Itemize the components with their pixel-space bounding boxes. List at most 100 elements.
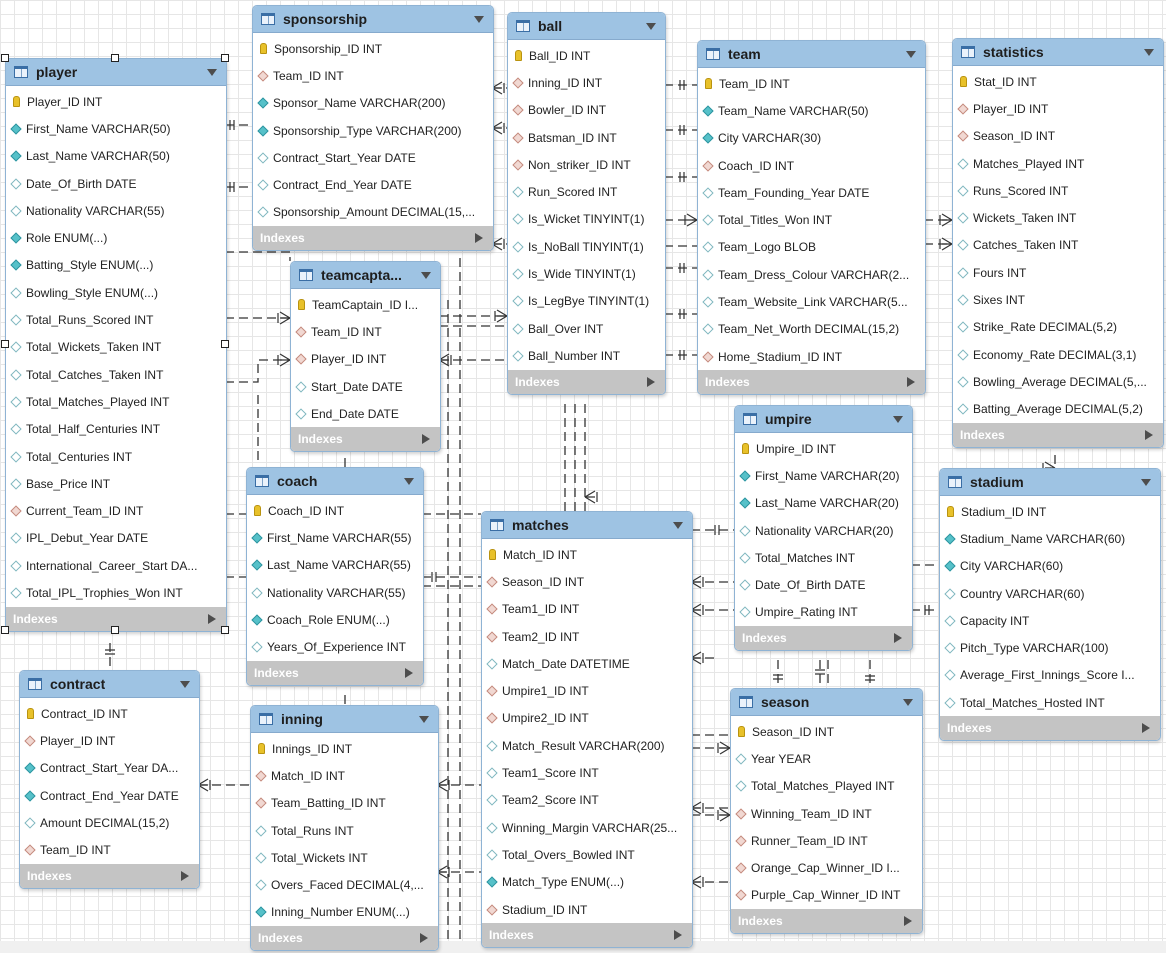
column-row[interactable]: Run_Scored INT — [508, 178, 665, 205]
column-row[interactable]: Umpire_Rating INT — [735, 599, 912, 626]
column-row[interactable]: Runner_Team_ID INT — [731, 827, 922, 854]
table-header[interactable]: contract — [20, 671, 199, 698]
column-row[interactable]: Season_ID INT — [482, 568, 692, 595]
column-row[interactable]: Fours INT — [953, 259, 1163, 286]
relationship-line[interactable] — [225, 359, 290, 383]
resize-handle[interactable] — [221, 54, 229, 62]
collapse-chevron-icon[interactable] — [906, 51, 916, 58]
column-row[interactable]: Team_ID INT — [20, 836, 199, 863]
column-row[interactable]: Total_Runs_Scored INT — [6, 306, 226, 333]
column-row[interactable]: IPL_Debut_Year DATE — [6, 525, 226, 552]
column-row[interactable]: Coach_ID INT — [698, 152, 925, 179]
column-row[interactable]: Innings_ID INT — [251, 735, 438, 762]
resize-handle[interactable] — [221, 625, 229, 634]
column-row[interactable]: Total_Matches_Hosted INT — [940, 689, 1160, 716]
column-row[interactable]: Coach_ID INT — [247, 497, 423, 524]
column-row[interactable]: Is_Wide TINYINT(1) — [508, 260, 665, 287]
column-row[interactable]: Is_NoBall TINYINT(1) — [508, 233, 665, 260]
column-row[interactable]: Batting_Average DECIMAL(5,2) — [953, 396, 1163, 423]
collapse-chevron-icon[interactable] — [474, 16, 484, 23]
column-row[interactable]: Total_Catches_Taken INT — [6, 361, 226, 388]
column-row[interactable]: Team_ID INT — [253, 62, 493, 89]
column-row[interactable]: Total_Wickets_Taken INT — [6, 334, 226, 361]
column-row[interactable]: Total_Matches_Played INT — [6, 388, 226, 415]
column-row[interactable]: Batting_Style ENUM(...) — [6, 252, 226, 279]
indexes-section[interactable]: Indexes — [731, 909, 922, 934]
expand-arrow-icon[interactable] — [475, 233, 483, 244]
column-row[interactable]: Coach_Role ENUM(...) — [247, 606, 423, 633]
column-row[interactable]: Winning_Margin VARCHAR(25... — [482, 814, 692, 841]
collapse-chevron-icon[interactable] — [673, 522, 683, 529]
column-row[interactable]: International_Career_Start DA... — [6, 552, 226, 579]
expand-arrow-icon[interactable] — [674, 930, 682, 941]
column-row[interactable]: Sixes INT — [953, 286, 1163, 313]
column-row[interactable]: Inning_Number ENUM(...) — [251, 899, 438, 926]
expand-arrow-icon[interactable] — [181, 870, 189, 881]
column-row[interactable]: Team1_Score INT — [482, 759, 692, 786]
column-row[interactable]: Start_Date DATE — [291, 373, 440, 400]
column-row[interactable]: Total_Half_Centuries INT — [6, 416, 226, 443]
relationship-line[interactable] — [225, 251, 291, 261]
expand-arrow-icon[interactable] — [422, 434, 430, 445]
expand-arrow-icon[interactable] — [420, 933, 428, 944]
column-row[interactable]: Team2_ID INT — [482, 623, 692, 650]
collapse-chevron-icon[interactable] — [893, 416, 903, 423]
column-row[interactable]: Team_Name VARCHAR(50) — [698, 97, 925, 124]
column-row[interactable]: Match_Result VARCHAR(200) — [482, 732, 692, 759]
column-row[interactable]: Date_Of_Birth DATE — [735, 571, 912, 598]
resize-handle[interactable] — [111, 54, 119, 62]
column-row[interactable]: Country VARCHAR(60) — [940, 580, 1160, 607]
indexes-section[interactable]: Indexes — [482, 923, 692, 948]
indexes-section[interactable]: Indexes — [251, 926, 438, 951]
column-row[interactable]: Sponsorship_ID INT — [253, 35, 493, 62]
table-teamcaptain[interactable]: teamcapta...TeamCaptain_ID I...Team_ID I… — [290, 261, 441, 453]
column-row[interactable]: Strike_Rate DECIMAL(5,2) — [953, 314, 1163, 341]
table-header[interactable]: team — [698, 41, 925, 68]
column-row[interactable]: Overs_Faced DECIMAL(4,... — [251, 871, 438, 898]
column-row[interactable]: Team_Dress_Colour VARCHAR(2... — [698, 261, 925, 288]
collapse-chevron-icon[interactable] — [180, 681, 190, 688]
indexes-section[interactable]: Indexes — [247, 660, 423, 685]
indexes-section[interactable]: Indexes — [735, 626, 912, 651]
column-row[interactable]: First_Name VARCHAR(55) — [247, 524, 423, 551]
column-row[interactable]: Stadium_ID INT — [482, 896, 692, 923]
column-row[interactable]: Sponsor_Name VARCHAR(200) — [253, 90, 493, 117]
column-row[interactable]: Non_striker_ID INT — [508, 151, 665, 178]
column-row[interactable]: Orange_Cap_Winner_ID I... — [731, 854, 922, 881]
column-row[interactable]: City VARCHAR(60) — [940, 553, 1160, 580]
column-row[interactable]: Average_First_Innings_Score I... — [940, 662, 1160, 689]
indexes-section[interactable]: Indexes — [291, 427, 440, 452]
column-row[interactable]: Total_Runs INT — [251, 817, 438, 844]
column-row[interactable]: TeamCaptain_ID I... — [291, 291, 440, 318]
column-row[interactable]: Umpire1_ID INT — [482, 677, 692, 704]
column-row[interactable]: Umpire2_ID INT — [482, 705, 692, 732]
column-row[interactable]: Stat_ID INT — [953, 68, 1163, 95]
collapse-chevron-icon[interactable] — [207, 69, 217, 76]
column-row[interactable]: Team_Website_Link VARCHAR(5... — [698, 288, 925, 315]
column-row[interactable]: Inning_ID INT — [508, 69, 665, 96]
column-row[interactable]: Winning_Team_ID INT — [731, 800, 922, 827]
column-row[interactable]: Contract_End_Year DATE — [20, 782, 199, 809]
column-row[interactable]: Total_Matches INT — [735, 544, 912, 571]
column-row[interactable]: Player_ID INT — [6, 88, 226, 115]
column-row[interactable]: Total_IPL_Trophies_Won INT — [6, 579, 226, 606]
expand-arrow-icon[interactable] — [907, 377, 915, 388]
column-row[interactable]: Match_Date DATETIME — [482, 650, 692, 677]
column-row[interactable]: Player_ID INT — [953, 95, 1163, 122]
expand-arrow-icon[interactable] — [1145, 429, 1153, 440]
column-row[interactable]: Matches_Played INT — [953, 150, 1163, 177]
collapse-chevron-icon[interactable] — [1141, 479, 1151, 486]
column-row[interactable]: Total_Titles_Won INT — [698, 206, 925, 233]
column-row[interactable]: Bowling_Style ENUM(...) — [6, 279, 226, 306]
column-row[interactable]: Team2_Score INT — [482, 787, 692, 814]
column-row[interactable]: Nationality VARCHAR(55) — [247, 579, 423, 606]
column-row[interactable]: City VARCHAR(30) — [698, 125, 925, 152]
column-row[interactable]: Ball_Over INT — [508, 315, 665, 342]
table-header[interactable]: stadium — [940, 469, 1160, 496]
column-row[interactable]: First_Name VARCHAR(20) — [735, 462, 912, 489]
column-row[interactable]: Umpire_ID INT — [735, 435, 912, 462]
column-row[interactable]: Season_ID INT — [731, 718, 922, 745]
